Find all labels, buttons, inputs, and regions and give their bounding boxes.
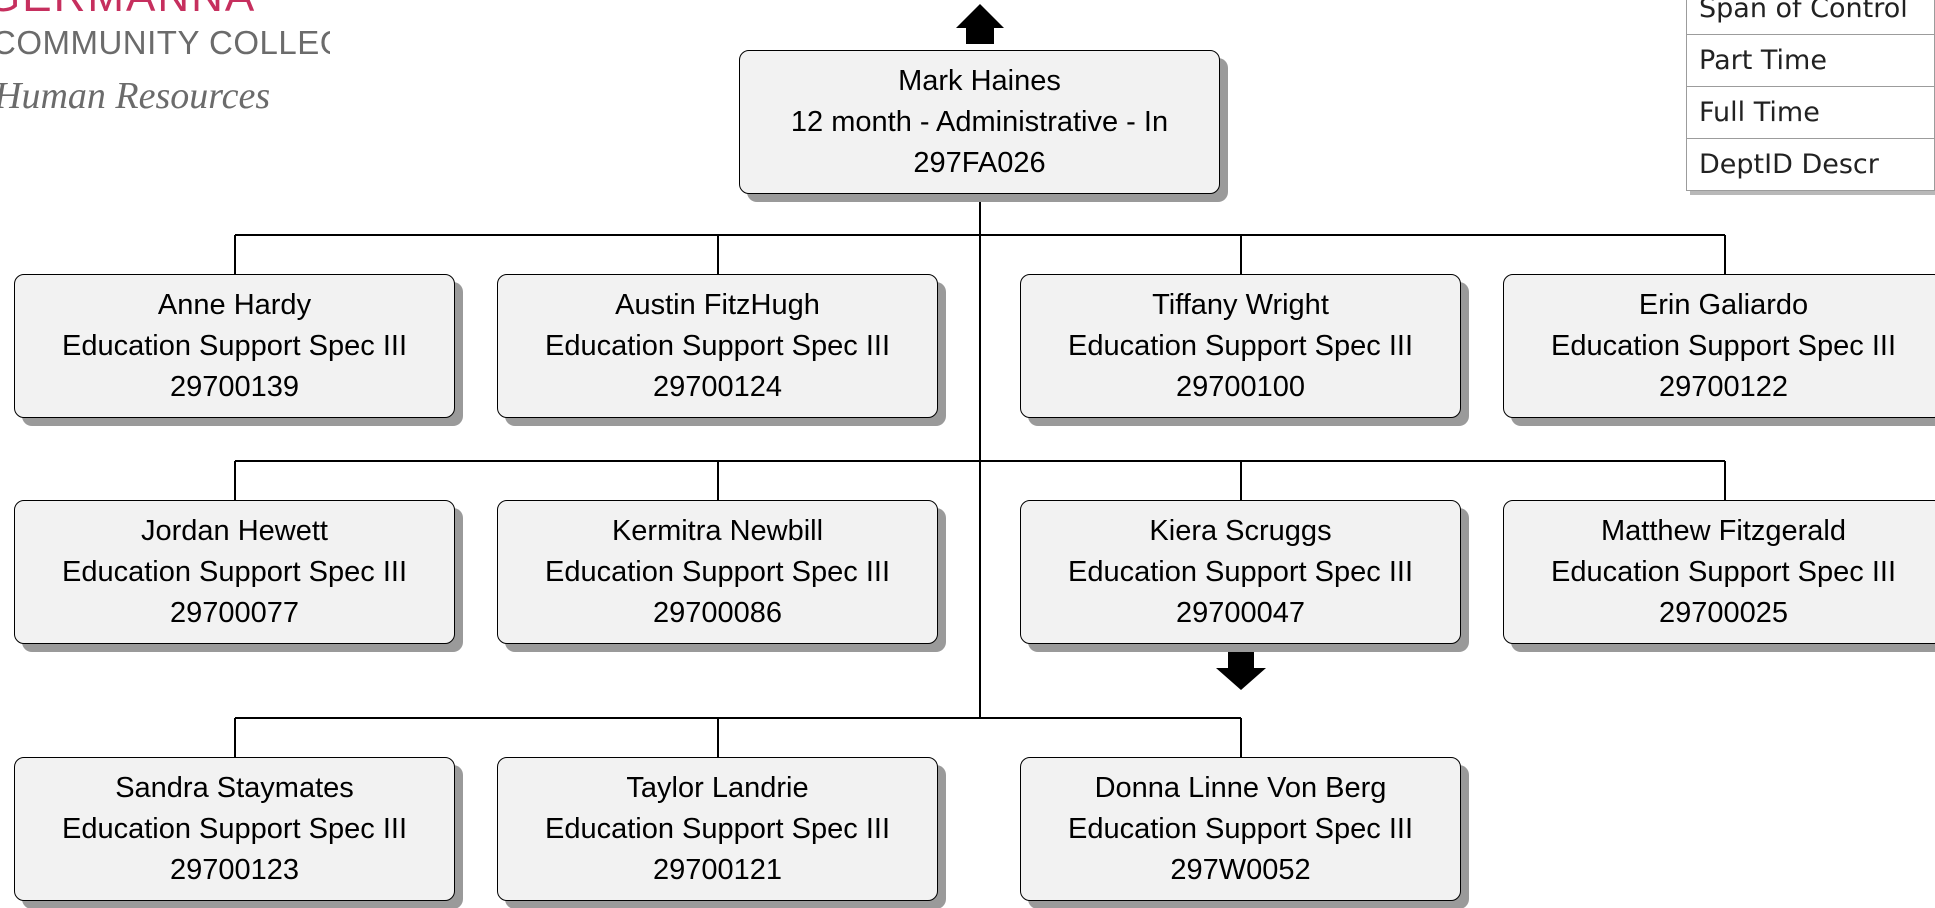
node-name: Erin Galiardo <box>1638 288 1809 321</box>
legend-table: Span of Control Part Time Full Time Dept… <box>1686 0 1935 191</box>
node-position-id: 29700122 <box>1658 370 1789 403</box>
node-position-id: 29700121 <box>652 853 783 886</box>
node-title: Education Support Spec III <box>545 812 890 845</box>
node-name: Matthew Fitzgerald <box>1601 514 1846 547</box>
node-position-id: 29700047 <box>1175 596 1306 629</box>
node-title: Education Support Spec III <box>1068 555 1413 588</box>
node-title: Education Support Spec III <box>1068 812 1413 845</box>
org-node[interactable]: Erin Galiardo Education Support Spec III… <box>1503 274 1935 418</box>
org-node[interactable]: Austin FitzHugh Education Support Spec I… <box>497 274 938 418</box>
node-position-id: 29700123 <box>169 853 300 886</box>
node-name: Taylor Landrie <box>626 771 809 804</box>
node-name: Anne Hardy <box>157 288 312 321</box>
node-name: Sandra Staymates <box>115 771 354 804</box>
node-position-id: 29700077 <box>169 596 300 629</box>
node-position-id: 29700139 <box>169 370 300 403</box>
node-title: Education Support Spec III <box>545 329 890 362</box>
node-name: Mark Haines <box>898 64 1061 97</box>
node-name: Donna Linne Von Berg <box>1094 771 1387 804</box>
node-title: Education Support Spec III <box>62 555 407 588</box>
org-node[interactable]: Tiffany Wright Education Support Spec II… <box>1020 274 1461 418</box>
logo-department: Human Resources <box>0 75 271 117</box>
node-position-id: 29700086 <box>652 596 783 629</box>
node-position-id: 297FA026 <box>913 146 1046 179</box>
org-node[interactable]: Kermitra Newbill Education Support Spec … <box>497 500 938 644</box>
legend-deptid-descr: DeptID Descr <box>1686 138 1935 191</box>
org-node-manager[interactable]: Mark Haines 12 month - Administrative - … <box>739 50 1220 194</box>
node-title: Education Support Spec III <box>1068 329 1413 362</box>
navigate-up-arrow-icon <box>956 4 1004 44</box>
node-title: Education Support Spec III <box>62 329 407 362</box>
logo-subtitle: COMMUNITY COLLEGE <box>0 24 330 61</box>
node-title: Education Support Spec III <box>545 555 890 588</box>
logo-wordmark: GERMANNA <box>0 0 256 22</box>
org-node[interactable]: Anne Hardy Education Support Spec III 29… <box>14 274 455 418</box>
expand-down-arrow-icon <box>1216 651 1266 690</box>
node-position-id: 29700124 <box>652 370 783 403</box>
legend-full-time: Full Time <box>1686 86 1935 139</box>
legend-span-of-control: Span of Control <box>1686 0 1935 35</box>
org-node[interactable]: Taylor Landrie Education Support Spec II… <box>497 757 938 901</box>
node-name: Tiffany Wright <box>1152 288 1329 321</box>
college-logo: GERMANNA COMMUNITY COLLEGE Human Resourc… <box>0 0 330 130</box>
legend-part-time: Part Time <box>1686 34 1935 87</box>
node-name: Kiera Scruggs <box>1149 514 1332 547</box>
node-position-id: 297W0052 <box>1170 853 1311 886</box>
node-title: Education Support Spec III <box>1551 555 1896 588</box>
node-title: Education Support Spec III <box>1551 329 1896 362</box>
node-title: 12 month - Administrative - In <box>790 105 1169 138</box>
node-name: Jordan Hewett <box>141 514 328 547</box>
node-name: Kermitra Newbill <box>611 514 824 547</box>
org-node[interactable]: Donna Linne Von Berg Education Support S… <box>1020 757 1461 901</box>
node-position-id: 29700100 <box>1175 370 1306 403</box>
org-node[interactable]: Jordan Hewett Education Support Spec III… <box>14 500 455 644</box>
node-name: Austin FitzHugh <box>615 288 820 321</box>
org-node[interactable]: Matthew Fitzgerald Education Support Spe… <box>1503 500 1935 644</box>
node-title: Education Support Spec III <box>62 812 407 845</box>
node-position-id: 29700025 <box>1658 596 1789 629</box>
org-node[interactable]: Kiera Scruggs Education Support Spec III… <box>1020 500 1461 644</box>
org-node[interactable]: Sandra Staymates Education Support Spec … <box>14 757 455 901</box>
